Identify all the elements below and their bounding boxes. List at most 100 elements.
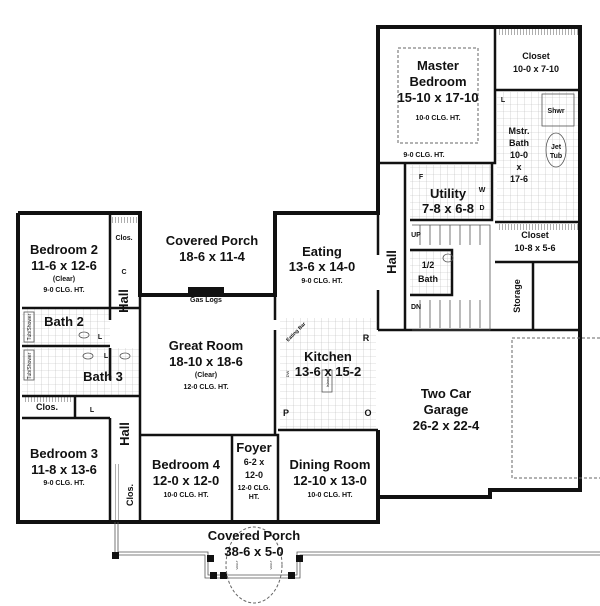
room-master-bath: Shwr Mstr. Bath 10-0 x 17-6 Jet Tub L bbox=[501, 97, 565, 184]
room-name: Covered Porch bbox=[166, 233, 259, 248]
room-size: 12-0 bbox=[245, 470, 263, 480]
room-size: 17-6 bbox=[510, 174, 528, 184]
room-size: 26-2 x 22-4 bbox=[413, 418, 480, 433]
tub-label: Tub/Shower bbox=[27, 313, 33, 340]
room-name: 1/2 bbox=[422, 260, 435, 270]
room-name: Bath 3 bbox=[83, 369, 123, 384]
room-note: (Clear) bbox=[195, 372, 217, 379]
storage-label: Storage bbox=[512, 279, 522, 313]
room-name: Dining Room bbox=[290, 457, 371, 472]
room-size: 7-8 x 6-8 bbox=[422, 201, 474, 216]
room-name: Eating bbox=[302, 244, 342, 259]
stairs-down-label: DN bbox=[411, 304, 421, 311]
room-name: Two Car bbox=[421, 386, 471, 401]
room-name: Bath bbox=[418, 274, 438, 284]
tub-label: Jet bbox=[551, 144, 562, 151]
linen-label: L bbox=[90, 407, 95, 414]
room-covered-porch-rear: Covered Porch 18-6 x 11-4 Gas Logs bbox=[166, 233, 259, 304]
ceiling-height: 12-0 CLG. bbox=[238, 485, 271, 492]
room-size: 38-6 x 5-0 bbox=[224, 544, 283, 559]
room-size: 11-6 x 12-6 bbox=[31, 258, 97, 273]
fridge-label: R bbox=[363, 333, 370, 343]
room-size: 15-10 x 17-10 bbox=[398, 90, 479, 105]
ceiling-height: 9-0 CLG. HT. bbox=[403, 152, 444, 159]
closet-shelving bbox=[24, 29, 578, 520]
room-name: Bath 2 bbox=[44, 314, 84, 329]
car-outline bbox=[511, 337, 600, 479]
washer-label: W bbox=[479, 187, 486, 194]
room-size: 10-0 bbox=[510, 150, 528, 160]
ceiling-height: 9-0 CLG. HT. bbox=[43, 287, 84, 294]
room-size: 13-6 x 14-0 bbox=[289, 259, 356, 274]
ceiling-height: 10-0 CLG. HT. bbox=[415, 115, 460, 122]
lav-label: L bbox=[98, 334, 103, 341]
kitchen-island bbox=[321, 369, 333, 393]
room-name: Covered Porch bbox=[208, 528, 301, 543]
ceiling-height: 9-0 CLG. HT. bbox=[301, 278, 342, 285]
room-size: 13-6 x 15-2 bbox=[295, 364, 362, 379]
lav-label: L bbox=[104, 353, 109, 360]
closet-size: 10-8 x 5-6 bbox=[514, 243, 555, 253]
tub-label: Tub/Shower bbox=[27, 352, 33, 379]
room-name: Bedroom bbox=[409, 74, 466, 89]
ceiling-height: 9-0 CLG. HT. bbox=[43, 480, 84, 487]
room-name: Kitchen bbox=[304, 349, 352, 364]
front-porch bbox=[112, 522, 600, 604]
tub-bath2 bbox=[23, 311, 35, 343]
room-note: (Clear) bbox=[53, 276, 75, 283]
closet-label: Closet bbox=[522, 51, 550, 61]
hall-label: Hall bbox=[116, 289, 131, 313]
room-size: 11-8 x 13-6 bbox=[31, 462, 97, 477]
vault-label: VAULT bbox=[235, 560, 239, 569]
room-name: Master bbox=[417, 58, 459, 73]
ceiling-height: 12-0 CLG. HT. bbox=[183, 384, 228, 391]
room-size: 18-6 x 11-4 bbox=[179, 249, 246, 264]
oven-label: O bbox=[364, 408, 371, 418]
fixtures bbox=[23, 93, 575, 393]
closet-label: C bbox=[121, 269, 126, 276]
room-dining: Dining Room 12-10 x 13-0 10-0 CLG. HT. bbox=[290, 457, 371, 499]
room-name: Bedroom 3 bbox=[30, 446, 98, 461]
closet-label: Clos. bbox=[36, 402, 58, 412]
tub-bath3 bbox=[23, 349, 35, 381]
vault-label: VAULT bbox=[269, 560, 273, 569]
stairs[interactable] bbox=[412, 224, 491, 331]
stairs-up-label: UP bbox=[411, 232, 421, 239]
room-garage: Two Car Garage 26-2 x 22-4 bbox=[413, 386, 480, 433]
pantry-label: P bbox=[283, 408, 289, 418]
room-name: Bedroom 2 bbox=[30, 242, 98, 257]
closet-label: Clos. bbox=[125, 484, 135, 506]
hall-label: Hall bbox=[384, 250, 399, 274]
tray-ceiling bbox=[397, 47, 479, 144]
shower-label: Shwr bbox=[547, 108, 564, 115]
room-great-room: Great Room 18-10 x 18-6 (Clear) 12-0 CLG… bbox=[169, 338, 243, 391]
room-foyer: Foyer 6-2 x 12-0 12-0 CLG. HT. bbox=[236, 440, 271, 501]
island-label: Island bbox=[325, 377, 330, 388]
fireplace bbox=[188, 287, 224, 297]
fireplace-label: Gas Logs bbox=[190, 297, 222, 304]
room-bath-3: Bath 3 Tub/Shower L L Clos. bbox=[27, 352, 123, 414]
room-covered-porch-front: Covered Porch 38-6 x 5-0 VAULT VAULT bbox=[208, 528, 301, 570]
ceiling-height: 10-0 CLG. HT. bbox=[163, 492, 208, 499]
room-bedroom-3: Bedroom 3 11-8 x 13-6 9-0 CLG. HT. Hall … bbox=[30, 422, 135, 506]
room-size: 12-10 x 13-0 bbox=[293, 473, 367, 488]
room-name: Mstr. bbox=[508, 126, 529, 136]
room-name: Great Room bbox=[169, 338, 243, 353]
shower bbox=[541, 93, 575, 127]
jet-tub bbox=[545, 132, 567, 168]
room-utility: Utility 7-8 x 6-8 F W D bbox=[419, 174, 486, 216]
room-name: Bedroom 4 bbox=[152, 457, 221, 472]
tub-label: Tub bbox=[550, 153, 562, 160]
room-size: x bbox=[516, 162, 521, 172]
closet-label: Closet bbox=[521, 230, 549, 240]
room-name: Bath bbox=[509, 138, 529, 148]
room-bedroom-2: Bedroom 2 11-6 x 12-6 (Clear) 9-0 CLG. H… bbox=[30, 235, 133, 313]
room-name: Garage bbox=[424, 402, 469, 417]
lav-label: L bbox=[501, 97, 506, 104]
room-size: 12-0 x 12-0 bbox=[153, 473, 220, 488]
room-size: 6-2 x bbox=[244, 457, 265, 467]
room-eating: Eating 13-6 x 14-0 9-0 CLG. HT. bbox=[289, 244, 356, 285]
room-bath-2: Bath 2 Tub/Shower L bbox=[27, 313, 103, 341]
freezer-label: F bbox=[419, 174, 424, 181]
